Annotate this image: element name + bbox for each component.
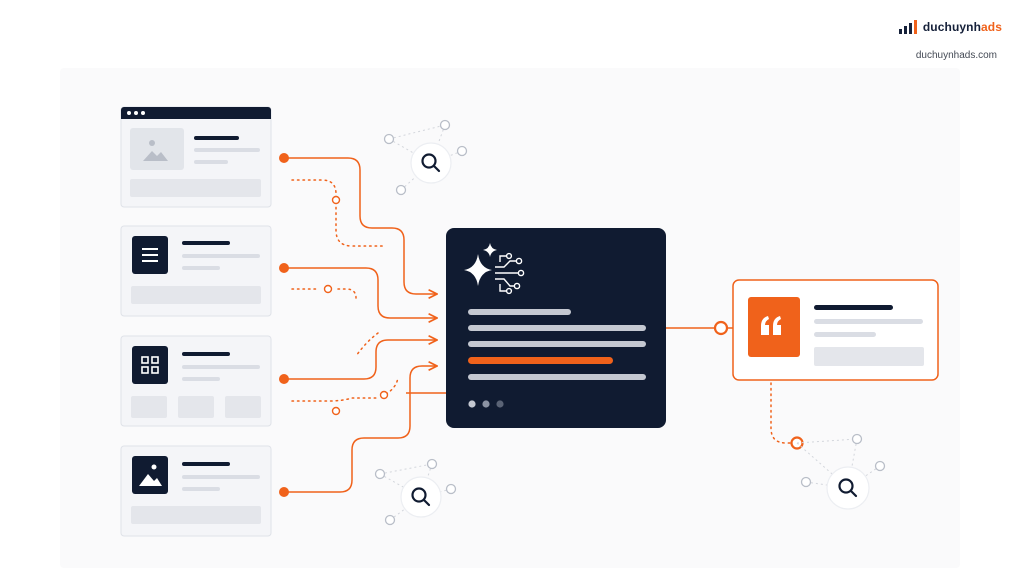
search-icon	[421, 153, 441, 173]
ai-processor-panel	[446, 228, 666, 428]
connector-node	[713, 320, 729, 336]
text-bar	[182, 254, 260, 258]
brand-name-accent: ads	[981, 20, 1002, 34]
browser-bar	[121, 107, 271, 119]
content-block	[130, 179, 261, 197]
dotted-line	[291, 397, 379, 402]
brand-name-main: duchuynh	[922, 20, 982, 34]
source-card-image	[120, 445, 272, 537]
dotted-line	[385, 377, 399, 395]
text-bar	[814, 319, 923, 324]
search-network-top	[383, 119, 468, 196]
grid-icon	[141, 356, 159, 374]
pagination-dot	[482, 400, 490, 408]
text-bar	[468, 374, 646, 380]
highlighted-bar	[468, 357, 613, 364]
brand-logo: duchuynhads	[898, 20, 1002, 34]
small-node	[331, 195, 341, 205]
grid-tile	[225, 396, 261, 418]
text-bar	[814, 332, 876, 337]
window-dot	[141, 111, 145, 115]
dotted-line	[291, 179, 387, 247]
brand-header: duchuynhads duchuynhads.com	[898, 20, 1002, 61]
dotted-connectors	[291, 179, 399, 402]
connector-dot	[279, 374, 289, 384]
image-placeholder-icon	[143, 140, 168, 161]
source-card-webpage	[120, 106, 272, 208]
source-connectors	[284, 157, 446, 493]
search-icon	[411, 487, 431, 507]
brand-name: duchuynhads	[923, 20, 1002, 34]
text-bar	[194, 160, 228, 164]
heading-bar	[182, 462, 230, 466]
quote-icon	[761, 316, 781, 335]
text-bar	[182, 487, 220, 491]
image-icon-tile	[132, 456, 168, 494]
grid-icon-tile	[132, 346, 168, 384]
small-node	[379, 390, 389, 400]
dotted-line	[770, 382, 792, 444]
content-block	[131, 286, 261, 304]
image-icon	[139, 464, 162, 486]
dotted-line	[355, 332, 379, 357]
output-connector	[666, 320, 733, 336]
output-search-link	[770, 382, 804, 450]
content-block	[131, 506, 261, 524]
dotted-connector-nodes	[323, 195, 389, 416]
heading-bar	[182, 241, 230, 245]
dotted-line	[337, 288, 357, 299]
content-block	[814, 347, 924, 366]
connector-line	[284, 366, 437, 493]
small-node	[323, 284, 333, 294]
sparkle-network-icon	[464, 243, 525, 295]
connector-start-dots	[279, 153, 289, 497]
text-bar	[194, 148, 260, 152]
search-icon	[838, 478, 858, 498]
window-dot	[134, 111, 138, 115]
heading-bar	[814, 305, 893, 310]
grid-tile	[178, 396, 214, 418]
text-bar	[182, 266, 220, 270]
text-bar	[468, 309, 571, 315]
pagination-dot	[468, 400, 476, 408]
connector-line	[284, 340, 437, 380]
grid-tile	[131, 396, 167, 418]
text-bar	[182, 377, 220, 381]
pagination-dot	[496, 400, 504, 408]
connector-dot	[279, 263, 289, 273]
brand-url: duchuynhads.com	[915, 50, 997, 61]
connector-dot	[279, 487, 289, 497]
source-card-grid	[120, 335, 272, 427]
window-dot	[127, 111, 131, 115]
text-lines-icon	[142, 248, 158, 262]
connector-line	[284, 157, 437, 294]
small-node	[331, 406, 341, 416]
heading-bar	[194, 136, 239, 140]
image-placeholder	[130, 128, 184, 170]
heading-bar	[182, 352, 230, 356]
citation-card	[732, 279, 939, 381]
text-bar	[182, 475, 260, 479]
connector-dot	[279, 153, 289, 163]
connector-line	[284, 267, 437, 318]
text-bar	[468, 325, 646, 331]
search-network-right	[796, 433, 886, 510]
search-network-bottom	[374, 458, 457, 526]
bar-chart-logo-icon	[898, 20, 917, 34]
text-bar	[182, 365, 260, 369]
source-card-article	[120, 225, 272, 317]
text-bar	[468, 341, 646, 347]
